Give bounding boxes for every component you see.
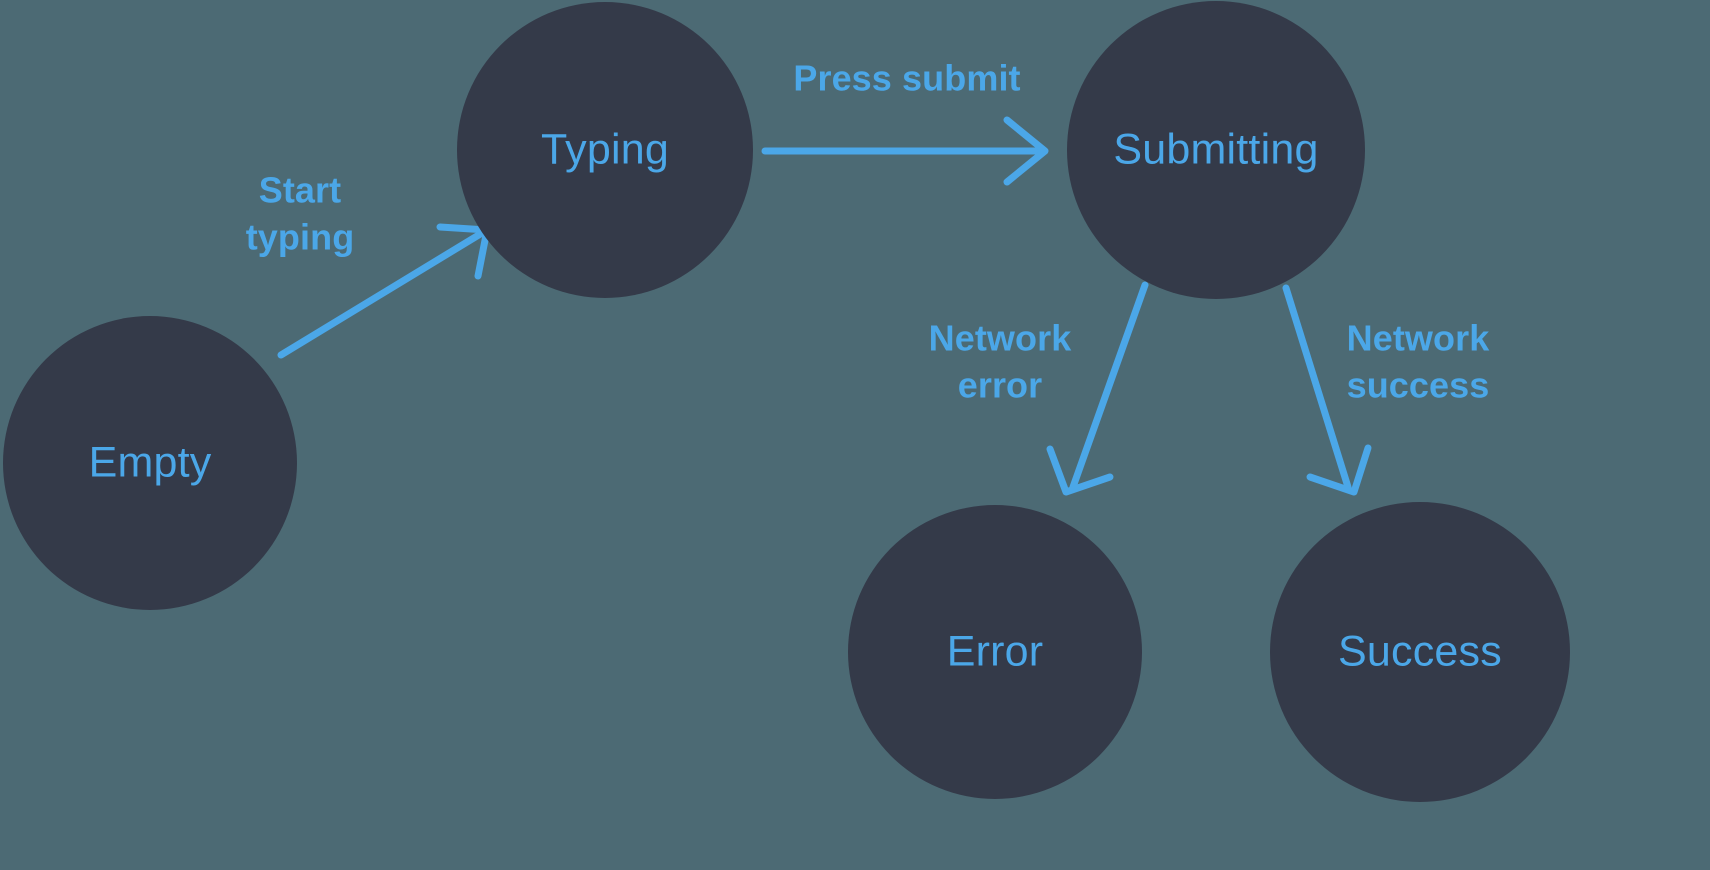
state-circle-empty — [3, 316, 297, 610]
arrowhead-press-submit — [1003, 116, 1049, 186]
state-node-success[interactable]: Success — [1270, 502, 1570, 802]
arrowhead-network-success — [1306, 444, 1372, 496]
state-label-empty: Empty — [89, 438, 212, 486]
edge-label-network-success-line2: success — [1347, 365, 1490, 406]
arrowhead-network-error — [1046, 445, 1114, 496]
edge-label-start-typing-line2: typing — [246, 217, 355, 258]
state-node-typing[interactable]: Typing — [457, 2, 753, 298]
state-circle-success — [1270, 502, 1570, 802]
edge-label-press-submit: Press submit — [793, 58, 1020, 99]
edge-line-network-success — [1282, 284, 1352, 491]
state-label-submitting: Submitting — [1113, 125, 1318, 173]
edge-label-network-success-line1: Network — [1347, 318, 1491, 359]
state-circle-submitting — [1067, 1, 1365, 299]
state-label-typing: Typing — [541, 125, 669, 173]
edge-line-network-error — [1069, 281, 1149, 491]
edge-label-network-error-line2: error — [958, 365, 1043, 406]
edge-label-network-error-line1: Network — [929, 318, 1073, 359]
state-label-error: Error — [947, 627, 1044, 675]
edge-line-start-typing — [277, 229, 486, 359]
transition-press-submit[interactable] — [761, 116, 1049, 186]
transition-network-error[interactable] — [1046, 281, 1149, 496]
state-circle-error — [848, 505, 1142, 799]
state-circle-typing — [457, 2, 753, 298]
edge-label-start-typing-line1: Start — [259, 170, 342, 211]
state-node-error[interactable]: Error — [848, 505, 1142, 799]
state-node-submitting[interactable]: Submitting — [1067, 1, 1365, 299]
state-label-success: Success — [1338, 627, 1502, 675]
transition-network-success[interactable] — [1282, 284, 1372, 496]
state-node-empty[interactable]: Empty — [3, 316, 297, 610]
